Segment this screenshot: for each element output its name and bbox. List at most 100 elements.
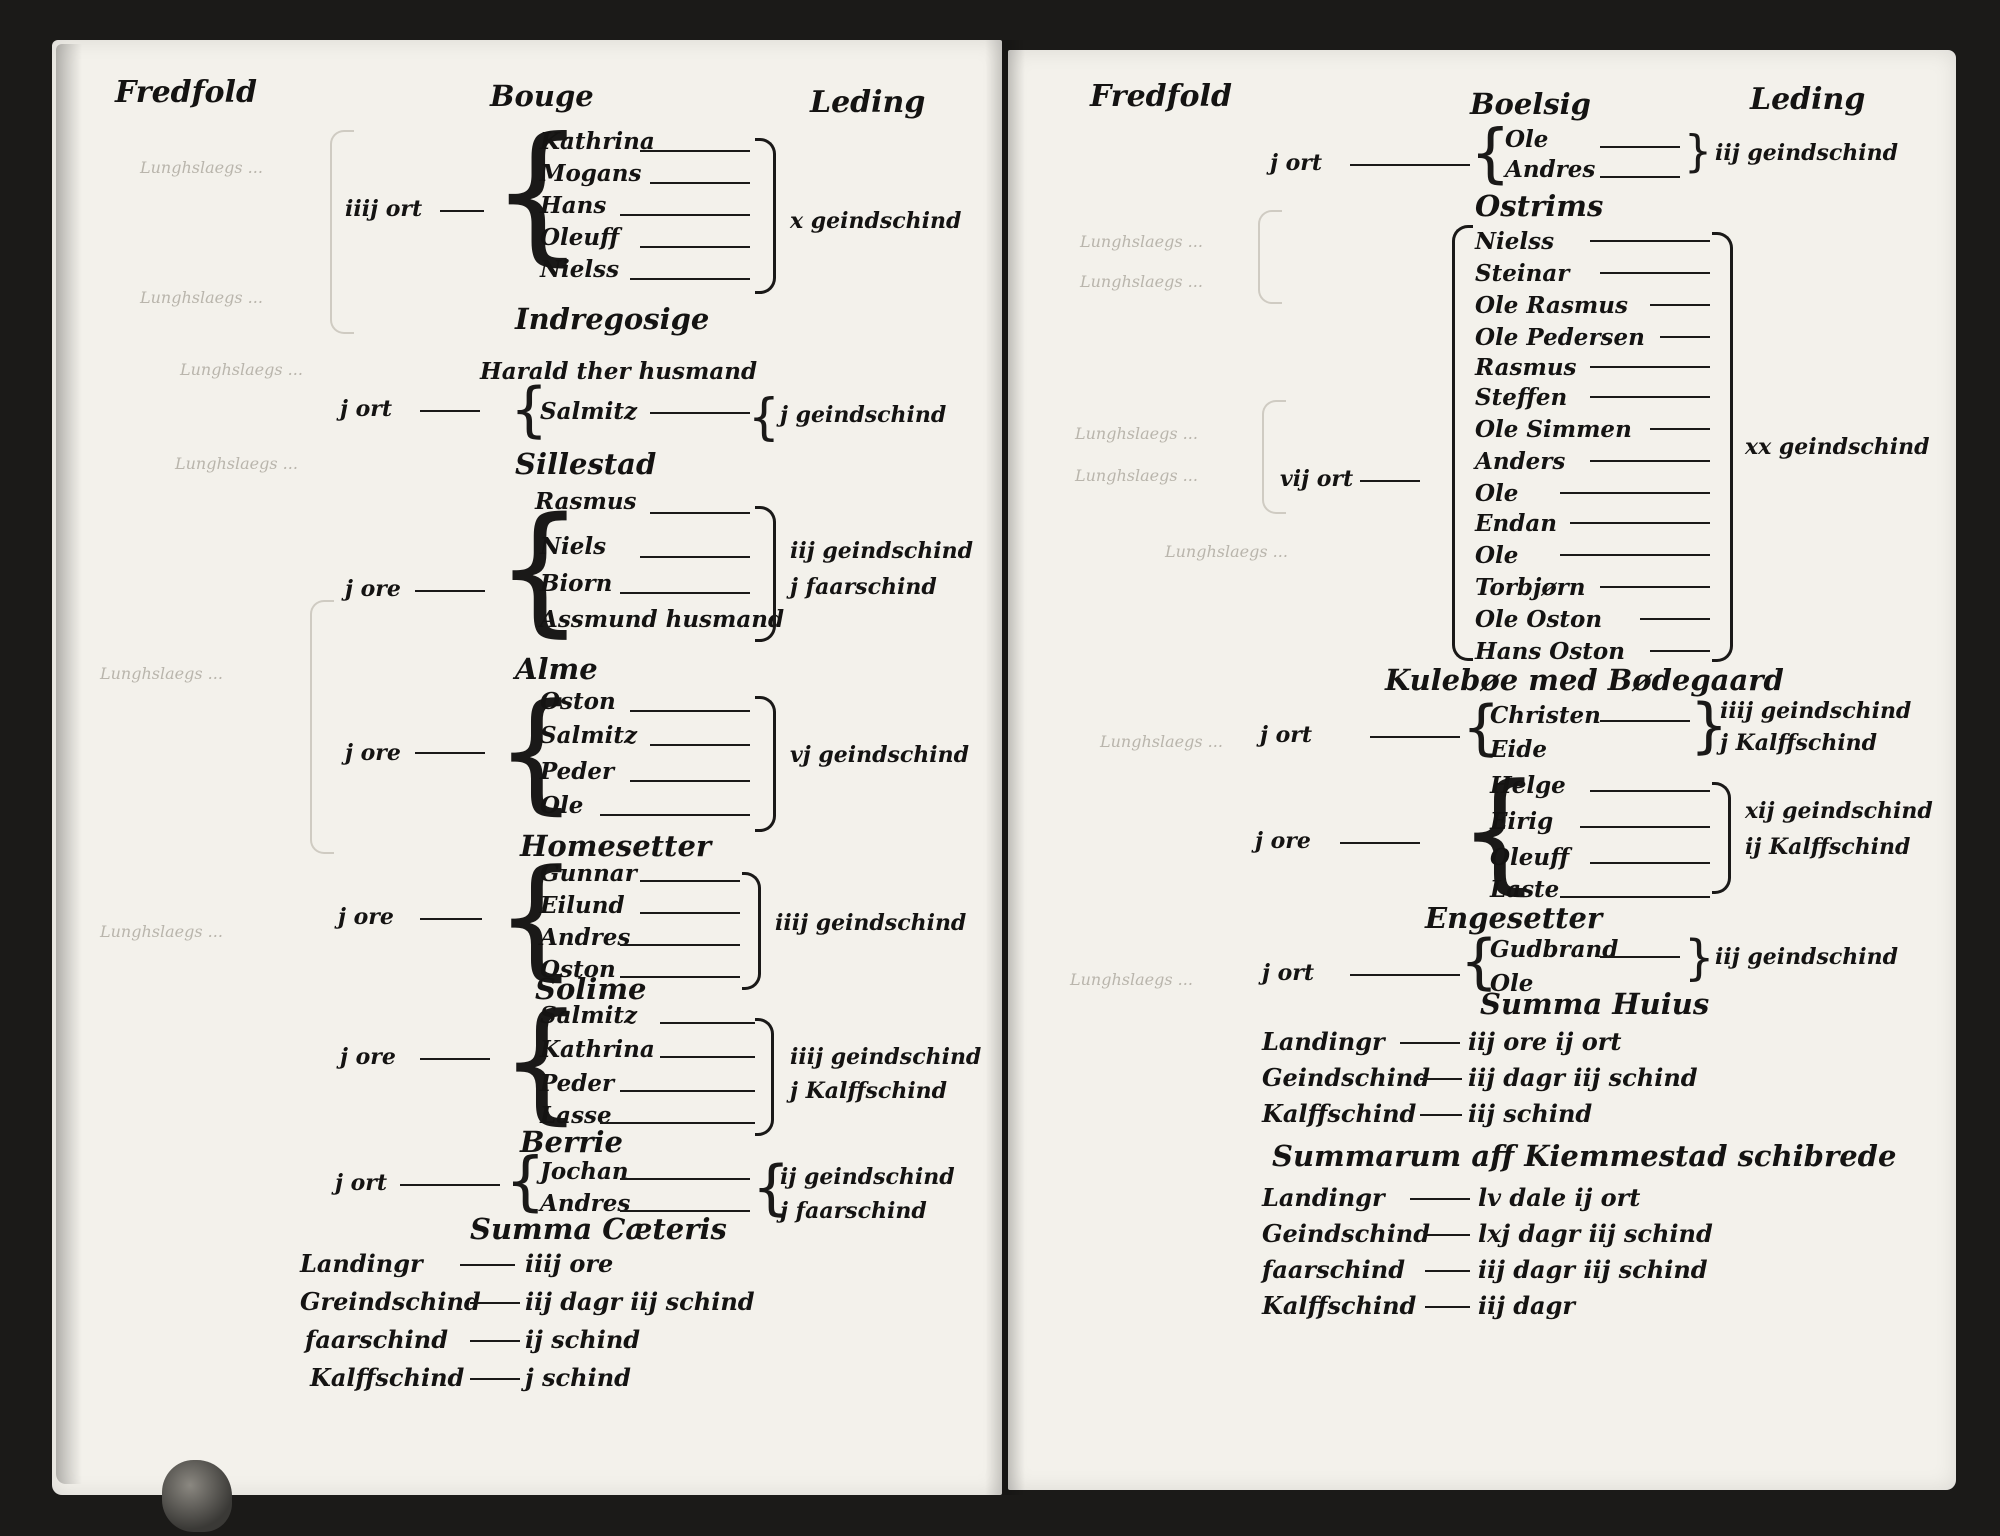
person-name: Ole Oston: [1475, 606, 1603, 633]
farm-name: Bouge: [490, 79, 594, 113]
person-name: Anders: [1475, 448, 1566, 475]
farm-name: Kulebøe med Bødegaard: [1385, 663, 1784, 697]
right-bracket: [742, 872, 761, 990]
summary-label: Kalffschind: [1262, 1291, 1417, 1320]
entry-line: [1600, 176, 1680, 178]
person-name: Ole Rasmus: [1475, 292, 1628, 319]
dash: [470, 1378, 520, 1380]
entry-line: [1600, 272, 1710, 274]
entry-line: [1560, 554, 1710, 556]
dash: [470, 1340, 520, 1342]
summary-value: iiij ore: [525, 1249, 614, 1278]
summary-title: Summa Huius: [1480, 987, 1710, 1021]
district-title: Fredfold: [115, 75, 257, 110]
farm-name: Solime: [535, 972, 647, 1006]
farm-name: Sillestad: [515, 447, 657, 481]
entry-line: [1590, 862, 1710, 864]
person-name: Salmitz: [540, 722, 638, 749]
person-name: Eilund: [540, 892, 625, 919]
entry-line: [1560, 492, 1710, 494]
dash: [1340, 842, 1420, 844]
entry-line: [660, 1056, 755, 1058]
entry-line: [650, 744, 750, 746]
person-name: Helge: [1490, 772, 1566, 799]
entry-line: [1570, 522, 1710, 524]
person-name: Oston: [540, 956, 616, 983]
land-value: j ort: [1260, 722, 1313, 748]
left-brace: {: [748, 388, 780, 446]
tax-value: iij geindschind: [1715, 944, 1898, 970]
person-name: Eide: [1490, 736, 1547, 763]
bleed-through-text: Lunghslaegs ...: [1075, 424, 1198, 443]
grand-summary-title: Summarum aff Kiemmestad schibrede: [1272, 1139, 1897, 1173]
entry-line: [1600, 956, 1680, 958]
left-brace: }: [1690, 691, 1729, 761]
right-page: [1008, 50, 1956, 1490]
bleed-through-text: Lunghslaegs ...: [140, 288, 263, 307]
tax-value: xij geindschind: [1745, 798, 1933, 824]
bleed-through-text: Lunghslaegs ...: [1100, 732, 1223, 751]
entry-line: [660, 1022, 755, 1024]
entry-line: [1650, 304, 1710, 306]
land-value: j ort: [335, 1170, 388, 1196]
tax-value: iij geindschind: [790, 538, 973, 564]
entry-line: [1660, 336, 1710, 338]
dash: [420, 410, 480, 412]
person-name: Gunnar: [540, 860, 637, 887]
farm-name: Ostrims: [1475, 189, 1604, 223]
dash: [460, 1264, 515, 1266]
person-name: Jochan: [540, 1158, 629, 1185]
left-brace: }: [1684, 930, 1715, 986]
person-name: Andres: [1505, 156, 1596, 183]
land-value: j ore: [340, 1044, 396, 1070]
tax-value: vj geindschind: [790, 742, 970, 768]
left-bracket: [1452, 225, 1473, 661]
entry-line: [620, 214, 750, 216]
wax-seal: [162, 1460, 232, 1532]
person-name: Ole Simmen: [1475, 416, 1632, 443]
left-brace: {: [495, 841, 578, 993]
summary-label: Kalffschind: [310, 1363, 465, 1392]
entry-line: [640, 150, 750, 152]
bleed-through-text: Lunghslaegs ...: [100, 922, 223, 941]
person-name: Peder: [540, 758, 615, 785]
dash: [470, 1302, 520, 1304]
bleed-through-text: Lunghslaegs ...: [1080, 272, 1203, 291]
right-bracket: [755, 696, 776, 832]
farm-name: Engesetter: [1425, 901, 1603, 935]
person-name: Biorn: [540, 570, 613, 597]
entry-line: [1580, 826, 1710, 828]
tax-header: Leding: [1750, 82, 1866, 117]
person-name: Nielss: [1475, 228, 1555, 255]
farm-name: Homesetter: [520, 829, 712, 863]
dash: [1420, 1114, 1462, 1116]
bleed-through-brace: [1258, 210, 1282, 304]
entry-line: [600, 1122, 755, 1124]
left-brace: {: [1460, 927, 1499, 997]
entry-line: [620, 1210, 750, 1212]
summary-label: Greindschind: [300, 1287, 481, 1316]
dash: [1360, 480, 1420, 482]
person-name: Nielss: [540, 256, 620, 283]
bleed-through-text: Lunghslaegs ...: [100, 664, 223, 683]
tax-value: ij geindschind: [780, 1164, 955, 1190]
person-name: Andres: [540, 924, 631, 951]
left-brace: }: [1684, 126, 1712, 177]
tax-value: j Kalffschind: [790, 1078, 948, 1104]
tax-value: iiij geindschind: [1720, 698, 1912, 724]
entry-line: [1590, 396, 1710, 398]
entry-line: [1590, 366, 1710, 368]
left-brace: {: [495, 488, 585, 651]
right-bracket: [755, 1018, 774, 1136]
left-brace: {: [1458, 755, 1541, 907]
summary-label: faarschind: [305, 1325, 448, 1354]
entry-line: [650, 412, 750, 414]
left-brace: {: [500, 985, 583, 1137]
dash: [1425, 1234, 1470, 1236]
entry-line: [600, 814, 750, 816]
person-name: Ole: [1475, 542, 1519, 569]
entry-line: [650, 182, 750, 184]
person-name: Niels: [540, 533, 607, 560]
person-name: Torbjørn: [1475, 574, 1586, 601]
entry-line: [620, 1090, 755, 1092]
